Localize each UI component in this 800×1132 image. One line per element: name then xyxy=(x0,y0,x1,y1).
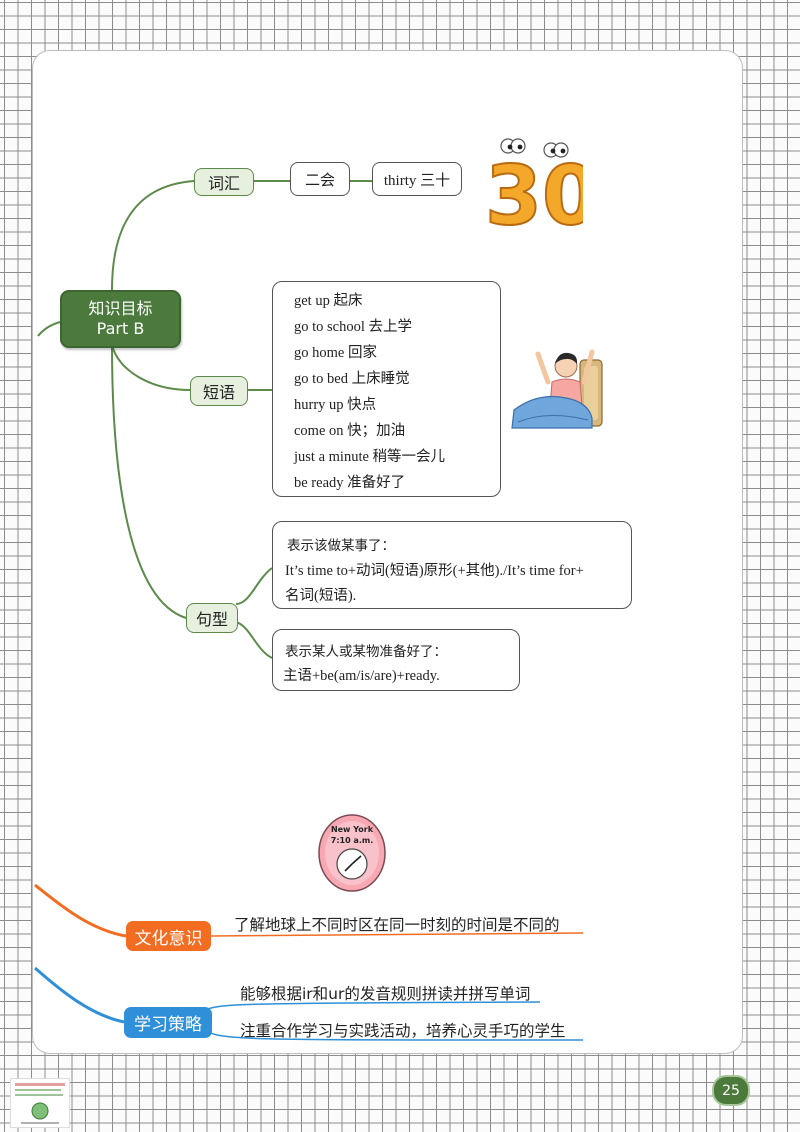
clock-time: 7:10 a.m. xyxy=(330,836,374,845)
publisher-stamp xyxy=(10,1078,70,1128)
phrase-item: get up 起床 xyxy=(294,293,363,309)
new-york-clock-illustration: New York 7:10 a.m. xyxy=(317,813,387,893)
phrase-item: be ready 准备好了 xyxy=(294,475,406,491)
vocab-word-pill: thirty 三十 xyxy=(372,162,462,196)
svg-text:30: 30 xyxy=(485,149,583,232)
strategy-item: 能够根据ir和ur的发音规则拼读并拼写单词 xyxy=(240,985,531,1003)
phrase-item: go to school 去上学 xyxy=(294,319,413,335)
number-thirty-illustration: 30 xyxy=(485,138,583,232)
stamp-logo-icon xyxy=(15,1083,65,1124)
clock-icon xyxy=(318,814,386,892)
sentence-title: 表示某人或某物准备好了： xyxy=(285,644,447,659)
root-node-knowledge-goals: 知识目标 Part B xyxy=(60,290,181,348)
root-title: 知识目标 xyxy=(88,299,153,318)
culture-text: 了解地球上不同时区在同一时刻的时间是不同的 xyxy=(234,916,560,934)
strategy-item: 注重合作学习与实践活动，培养心灵手巧的学生 xyxy=(240,1022,566,1040)
sentence-box-time-to: 表示该做某事了： It’s time to+动词(短语)原形(+其他)./It’… xyxy=(272,521,632,609)
phrase-item: go home 回家 xyxy=(294,345,377,361)
strategy-tag: 学习策略 xyxy=(124,1007,212,1038)
vocab-level-pill: 二会 xyxy=(290,162,350,196)
page-number-badge: 25 xyxy=(712,1075,750,1106)
sentence-title: 表示该做某事了： xyxy=(287,538,395,553)
sentences-branch-label: 句型 xyxy=(186,603,238,633)
phrase-item: just a minute 稍等一会儿 xyxy=(294,449,446,465)
phrase-item: hurry up 快点 xyxy=(294,397,377,413)
sentence-pattern-line: 名词(短语). xyxy=(285,588,357,604)
sentence-box-ready: 表示某人或某物准备好了： 主语+be(am/is/are)+ready. xyxy=(272,629,520,691)
phrase-list: get up 起床 go to school 去上学 go home 回家 go… xyxy=(273,282,500,496)
phrases-branch-label: 短语 xyxy=(190,376,248,406)
sentence-pattern-line: 主语+be(am/is/are)+ready. xyxy=(283,668,440,684)
phrase-item: come on 快；加油 xyxy=(294,423,406,439)
culture-tag: 文化意识 xyxy=(126,921,211,951)
sentence-pattern-line: It’s time to+动词(短语)原形(+其他)./It’s time fo… xyxy=(285,563,584,579)
boy-waking-up-illustration xyxy=(511,349,603,429)
clock-city: New York xyxy=(330,825,374,834)
root-subtitle: Part B xyxy=(96,319,145,338)
phrases-box: get up 起床 go to school 去上学 go home 回家 go… xyxy=(272,281,501,497)
vocab-branch-label: 词汇 xyxy=(194,168,254,196)
phrase-item: go to bed 上床睡觉 xyxy=(294,371,410,387)
